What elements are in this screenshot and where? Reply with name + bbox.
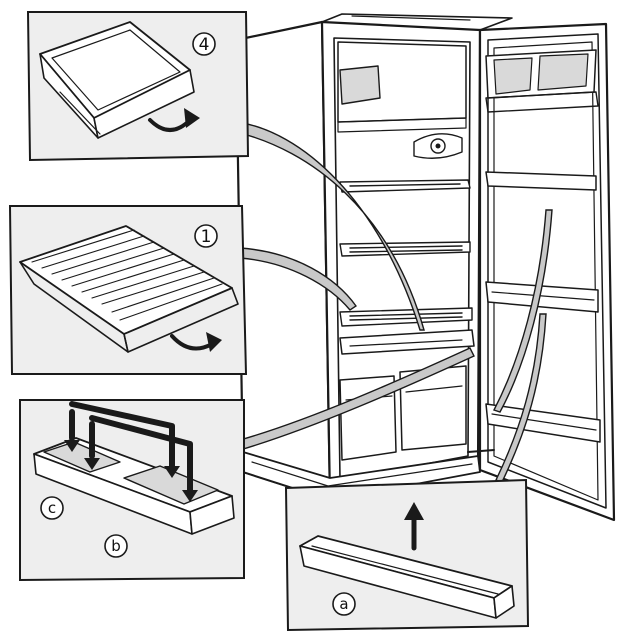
refrigerator-door	[467, 22, 616, 522]
callout-b-label: b	[111, 537, 121, 555]
panel-egg-tray: c b	[19, 399, 245, 582]
callout-4-badge	[192, 32, 216, 56]
callout-4-label: 4	[199, 35, 210, 55]
callout-a-label: a	[339, 595, 348, 613]
callout-b-badge	[104, 534, 128, 558]
callout-1-badge	[194, 224, 218, 248]
callout-c-label: c	[48, 499, 56, 517]
panel-door-bin: a	[284, 478, 530, 632]
panel-shelf: 1	[8, 205, 248, 375]
panel-crisper-cover: 4	[26, 11, 250, 162]
refrigerator-cabinet	[234, 13, 513, 502]
callout-leaders	[235, 121, 553, 483]
callout-a-badge	[332, 592, 356, 616]
callout-1-label: 1	[201, 227, 212, 247]
callout-c-badge	[40, 496, 64, 520]
shelf-wires	[31, 229, 223, 321]
insert-arrows	[69, 401, 193, 493]
